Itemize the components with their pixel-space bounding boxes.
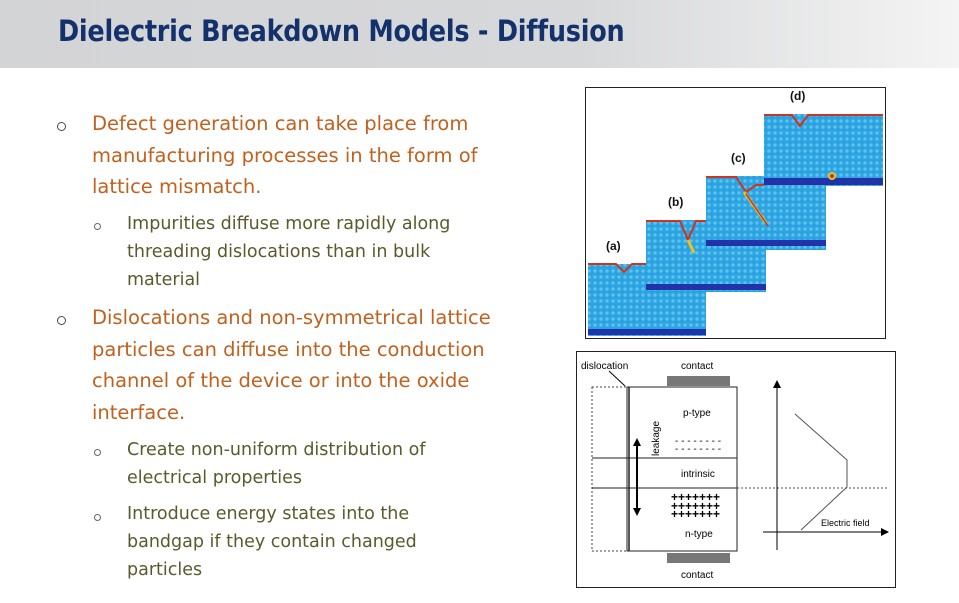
sub-bullet-item: Create non-uniform distribution of elect… — [127, 440, 426, 488]
electric-field-label: Electric field — [821, 518, 870, 528]
bullet-marker-icon — [57, 316, 66, 325]
plus-charges: +++++++ — [671, 499, 720, 513]
minus-charges: - - - - - - - - — [675, 444, 721, 455]
bullet-marker-icon — [57, 122, 66, 131]
leakage-diagram-figure: dislocation contact p-type - - - - - - -… — [576, 351, 896, 588]
sub-bullet-marker-icon — [94, 449, 101, 456]
minus-charges: - - - - - - - - — [675, 436, 721, 447]
n-type-label: n-type — [685, 529, 713, 540]
sub-bullet-item: Introduce energy states into the bandgap… — [127, 504, 417, 580]
dislocation-label: dislocation — [581, 361, 628, 372]
leakage-diagram-svg: dislocation contact p-type - - - - - - -… — [581, 361, 889, 581]
bottom-contact — [667, 553, 730, 563]
top-contact — [667, 376, 730, 386]
p-type-label: p-type — [683, 408, 711, 419]
sub-bullet-item: Impurities diffuse more rapidly along th… — [127, 214, 451, 290]
contact-bottom-label: contact — [681, 570, 713, 581]
contact-top-label: contact — [681, 361, 713, 372]
bullet-item: Dislocations and non-symmetrical lattice… — [92, 306, 491, 424]
panel-label-c: (c) — [731, 151, 746, 165]
panel-label-b: (b) — [668, 195, 683, 209]
panel-c — [706, 176, 826, 250]
bullet-item: Defect generation can take place from ma… — [92, 112, 478, 198]
plus-charges: +++++++ — [671, 490, 720, 504]
dislocation-simulation-figure: (a) (b) (c) (d) — [585, 87, 886, 339]
sub-bullet-marker-icon — [94, 223, 101, 230]
title-bar: Dielectric Breakdown Models - Diffusion — [0, 0, 959, 68]
slide-title: Dielectric Breakdown Models - Diffusion — [58, 14, 625, 48]
panel-label-d: (d) — [790, 89, 805, 103]
panel-d — [764, 114, 883, 186]
sub-bullet-marker-icon — [94, 514, 101, 521]
leakage-label: leakage — [651, 421, 662, 456]
simulation-panels-svg: (a) (b) (c) (d) — [588, 89, 883, 336]
intrinsic-label: intrinsic — [681, 469, 715, 480]
plus-charges: +++++++ — [671, 507, 720, 521]
panel-label-a: (a) — [606, 239, 621, 253]
